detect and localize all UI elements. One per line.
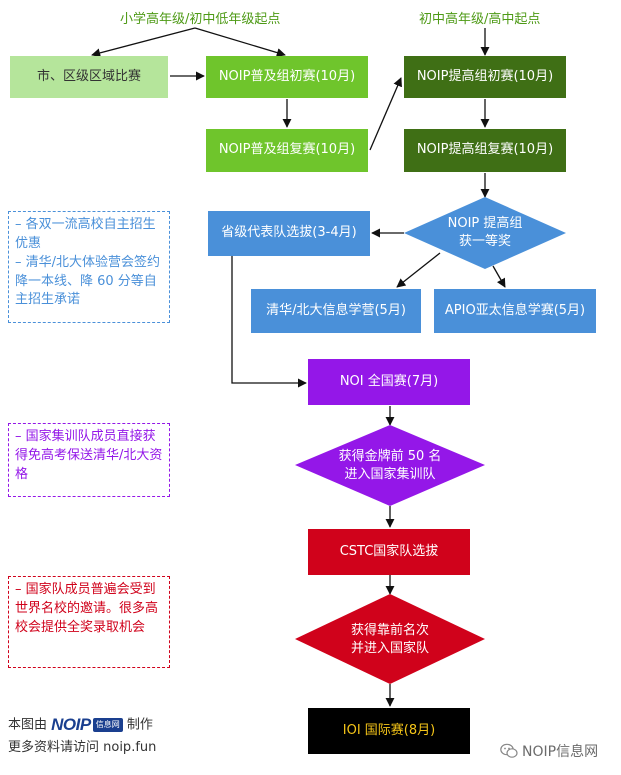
footer-made-prefix: 本图由 xyxy=(8,717,48,733)
footer-made-suffix: 制作 xyxy=(126,717,153,733)
noip-junior-first-node: NOIP普及组初赛(10月) xyxy=(206,56,368,98)
red-note-item-1: – 国家队成员普遍会受到世界名校的邀请。很多高校会提供全奖录取机会 xyxy=(15,582,159,635)
right-start-header: 初中高年级/高中起点 xyxy=(419,12,541,27)
watermark-text: NOIP信息网 xyxy=(522,744,599,760)
qinghua-camp-node: 清华/北大信息学营(5月) xyxy=(251,289,421,333)
gold-top50-diamond xyxy=(295,425,485,506)
apio-node: APIO亚太信息学赛(5月) xyxy=(434,289,596,333)
noip-award-diamond xyxy=(404,197,566,269)
footer-visit-line: 更多资料请访问 noip.fun xyxy=(8,739,157,755)
noip-senior-first-node: NOIP提高组初赛(10月) xyxy=(404,56,566,98)
noip-junior-second-node: NOIP普及组复赛(10月) xyxy=(206,129,368,172)
left-start-header: 小学高年级/初中低年级起点 xyxy=(120,12,281,27)
regional-contest-node: 市、区级区域比赛 xyxy=(10,56,168,98)
ioi-node: IOI 国际赛(8月) xyxy=(308,708,470,754)
wechat-icon xyxy=(500,743,518,758)
noip-senior-second-node: NOIP提高组复赛(10月) xyxy=(404,129,566,172)
watermark: NOIP信息网 xyxy=(500,741,598,761)
purple-benefits-note: – 国家集训队成员直接获得免高考保送清华/北大资格 xyxy=(8,423,170,497)
blue-benefits-note: – 各双一流高校自主招生优惠 – 清华/北大体验营会签约降一本线、降 60 分等… xyxy=(8,211,170,323)
blue-note-item-2: – 清华/北大体验营会签约降一本线、降 60 分等自主招生承诺 xyxy=(15,254,161,308)
purple-note-item-1: – 国家集训队成员直接获得免高考保送清华/北大资格 xyxy=(15,429,163,482)
cstc-node: CSTC国家队选拔 xyxy=(308,529,470,575)
noip-logo-tag: 信息网 xyxy=(92,717,123,732)
blue-note-item-1: – 各双一流高校自主招生优惠 xyxy=(15,217,156,251)
provincial-team-node: 省级代表队选拔(3-4月) xyxy=(208,211,370,256)
noip-logo: NOIP xyxy=(51,715,91,734)
national-team-diamond xyxy=(295,594,485,684)
red-benefits-note: – 国家队成员普遍会受到世界名校的邀请。很多高校会提供全奖录取机会 xyxy=(8,576,170,668)
noi-node: NOI 全国赛(7月) xyxy=(308,359,470,405)
